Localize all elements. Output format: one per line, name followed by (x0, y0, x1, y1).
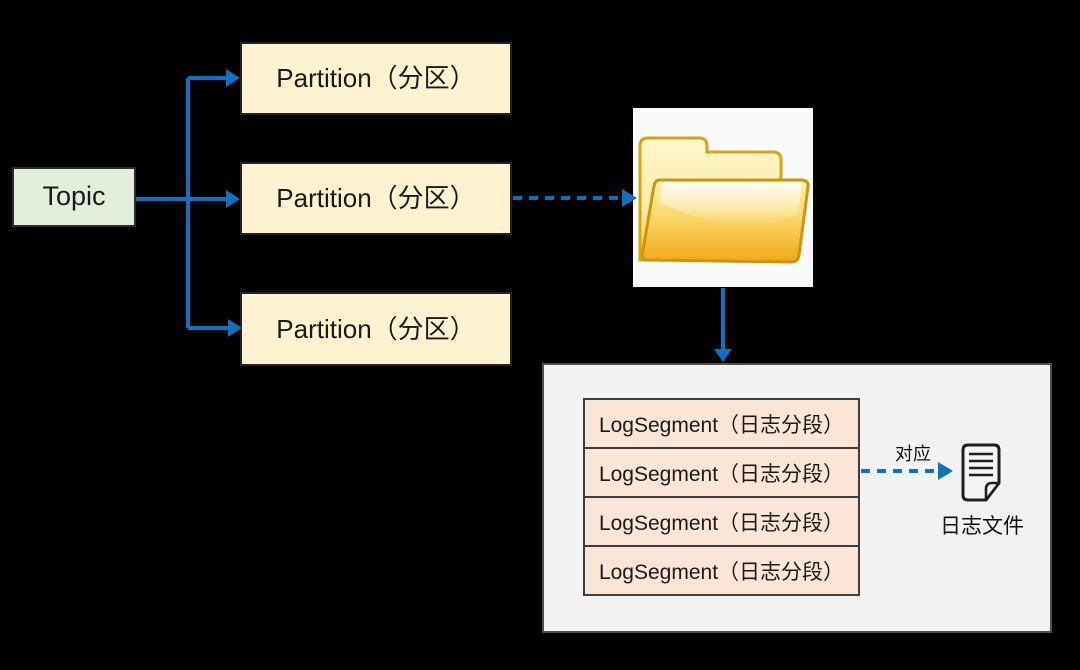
log-segment-4-label: LogSegment（日志分段） (598, 560, 845, 584)
log-file-label: 日志文件 (940, 515, 1024, 538)
partition-box-3: Partition（分区） (240, 292, 512, 366)
log-segment-row: LogSegment（日志分段） (585, 545, 858, 594)
arrowhead (226, 190, 240, 208)
partition-2-label: Partition（分区） (276, 183, 476, 214)
log-segment-stack: LogSegment（日志分段） LogSegment（日志分段） LogSeg… (583, 398, 860, 596)
partition-box-1: Partition（分区） (240, 42, 512, 115)
partition-3-label: Partition（分区） (276, 313, 476, 344)
log-segment-row: LogSegment（日志分段） (585, 400, 858, 447)
log-segment-2-label: LogSegment（日志分段） (598, 462, 845, 486)
partition-box-2: Partition（分区） (240, 162, 512, 235)
log-segment-row: LogSegment（日志分段） (585, 496, 858, 545)
document-icon (961, 443, 1001, 502)
topic-label: Topic (42, 181, 106, 212)
log-segment-3-label: LogSegment（日志分段） (598, 511, 845, 535)
arrowhead (714, 349, 732, 362)
folder-tile (633, 108, 813, 287)
arrowhead (226, 69, 240, 87)
log-segment-row: LogSegment（日志分段） (585, 447, 858, 496)
partition-1-label: Partition（分区） (276, 63, 476, 94)
mapping-label: 对应 (895, 444, 931, 464)
topic-box: Topic (12, 167, 136, 227)
log-segment-1-label: LogSegment（日志分段） (598, 413, 845, 437)
log-file-icon-wrap (959, 442, 1003, 502)
folder-icon (638, 136, 810, 264)
